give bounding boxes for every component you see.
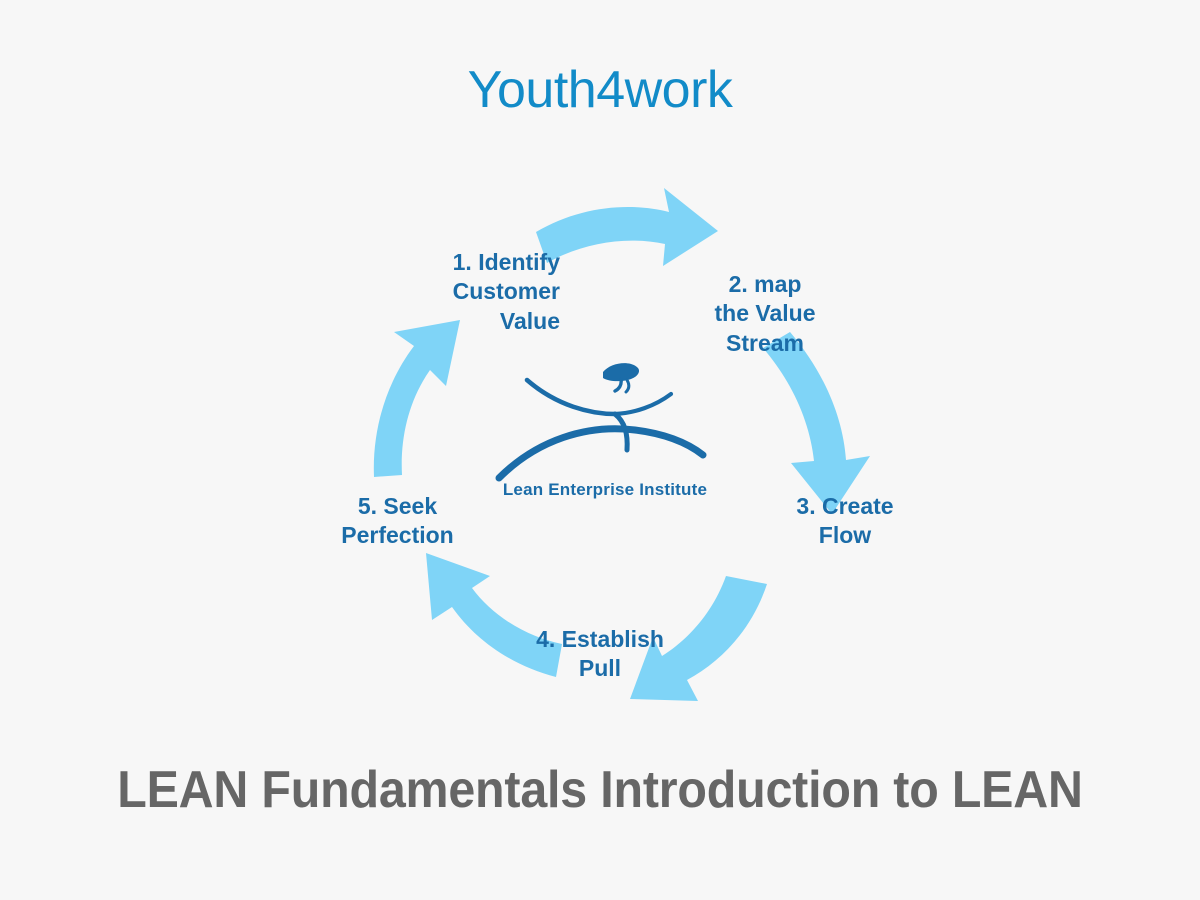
arrow-bottom-right-icon	[630, 576, 767, 701]
lean-figure-icon	[495, 363, 707, 482]
arrow-top-icon	[536, 188, 718, 266]
step-label-map-the-value-stream: 2. map the Value Stream	[714, 271, 816, 356]
step-label-create-flow: 3. Create Flow	[796, 493, 894, 549]
arrow-left-icon	[373, 320, 460, 477]
arrow-right-icon	[763, 332, 870, 514]
step-label-establish-pull: 4. Establish Pull	[536, 626, 664, 682]
brand-title: Youth4work	[467, 61, 733, 119]
lean-logo-text: Lean Enterprise Institute	[502, 480, 708, 499]
footer-heading: LEAN Fundamentals Introduction to LEAN	[117, 761, 1083, 819]
cycle-arrows-graphic	[373, 188, 870, 701]
step-label-seek-perfection: 5. Seek Perfection	[341, 493, 454, 549]
lean-enterprise-institute-logo: Lean Enterprise Institute	[475, 358, 735, 518]
lean-cycle-diagram: 1. Identify Customer Value 2. map the Va…	[270, 180, 930, 720]
step-label-identify-customer-value: 1. Identify Customer Value	[452, 249, 560, 334]
arrow-bottom-left-icon	[426, 553, 562, 677]
